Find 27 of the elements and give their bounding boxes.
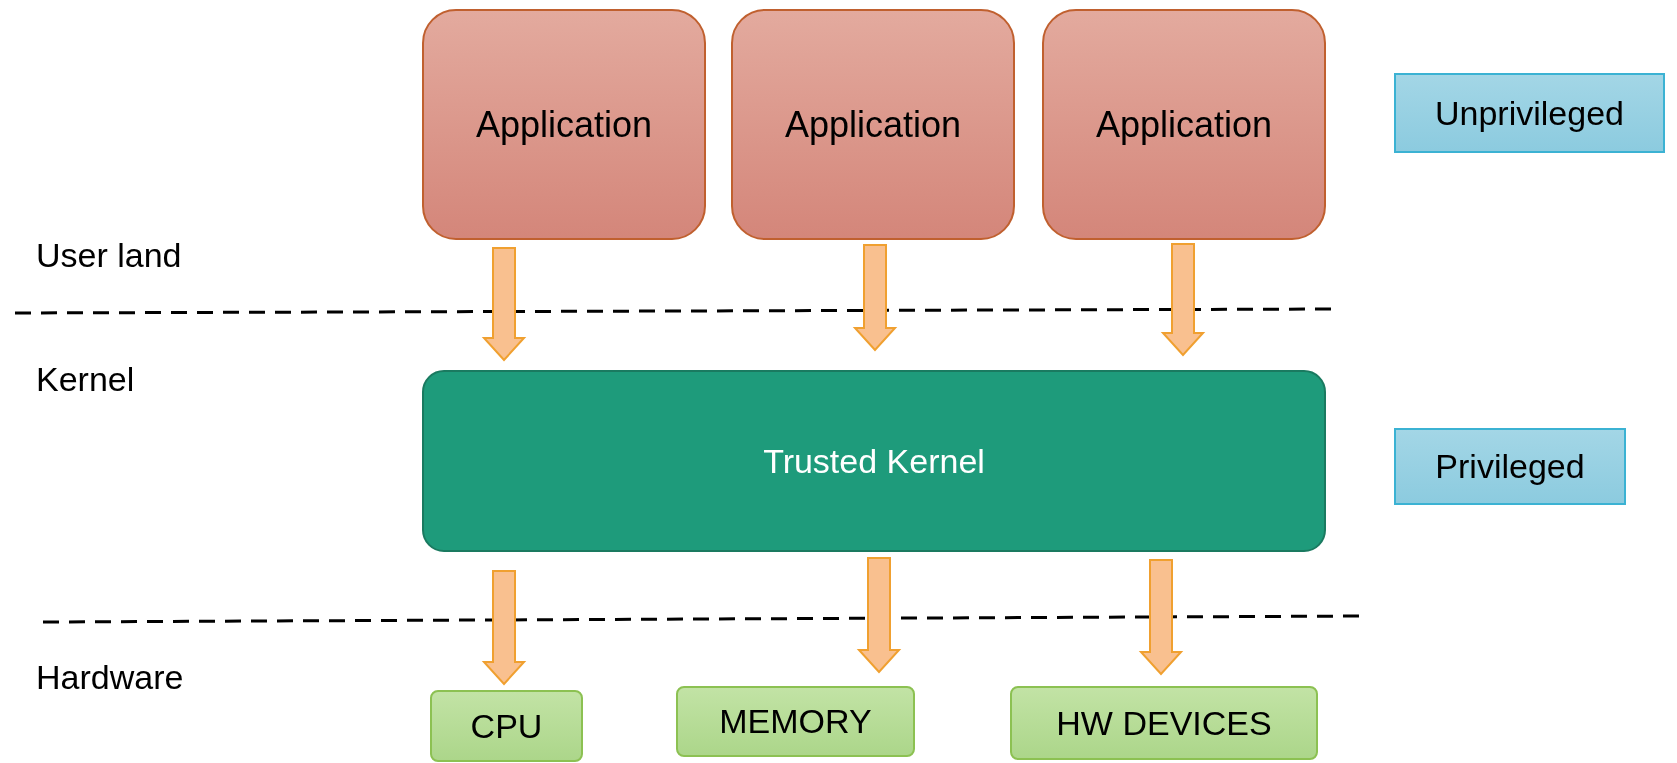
hardware-box	[676, 686, 915, 757]
node-label: HW DEVICES	[1056, 703, 1272, 743]
privilege-box	[1394, 428, 1626, 505]
layer-label: User land	[36, 236, 182, 275]
layer-label: Kernel	[36, 360, 135, 399]
privilege-box	[1394, 73, 1665, 153]
block-arrow	[481, 570, 527, 686]
layer-label: Hardware	[36, 658, 184, 697]
hardware-box	[430, 690, 583, 762]
node-label: Privileged	[1435, 447, 1585, 486]
node-label: Unprivileged	[1435, 93, 1624, 133]
block-arrow	[481, 247, 527, 362]
kernel-box	[422, 370, 1326, 552]
node-label: CPU	[470, 706, 543, 746]
application-box	[422, 9, 706, 240]
hardware-box	[1010, 686, 1318, 760]
application-box	[1042, 9, 1326, 240]
block-arrow	[852, 244, 898, 352]
node-label: Application	[1095, 103, 1273, 146]
node-label: Application	[475, 103, 653, 146]
block-arrow	[856, 557, 902, 674]
node-label: MEMORY	[719, 702, 872, 741]
application-box	[731, 9, 1015, 240]
block-arrow	[1138, 559, 1184, 676]
block-arrow	[1160, 243, 1206, 357]
node-label: Trusted Kernel	[763, 441, 985, 481]
node-label: Application	[784, 103, 962, 146]
